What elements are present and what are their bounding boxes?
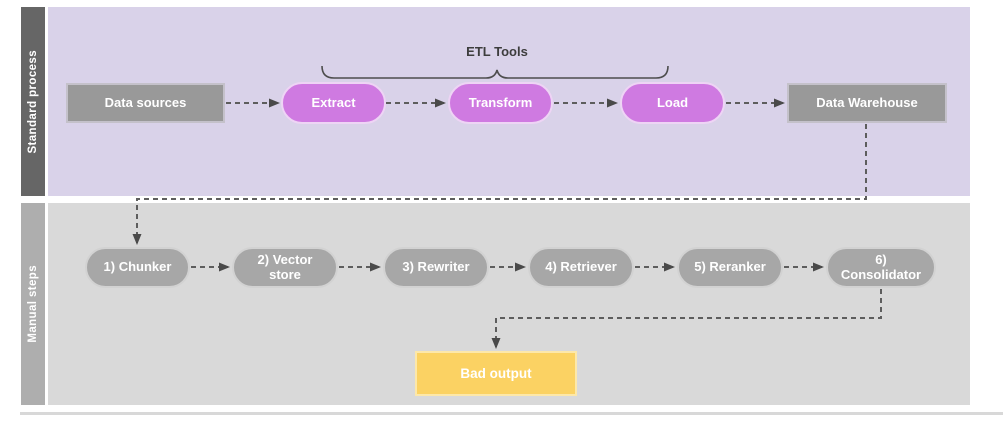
node-bad-output: Bad output xyxy=(415,351,577,396)
node-chunker-label: 1) Chunker xyxy=(103,259,172,275)
node-vector-store: 2) Vector store xyxy=(232,247,338,288)
node-transform-label: Transform xyxy=(468,94,533,110)
node-bad-output-label: Bad output xyxy=(460,365,532,381)
lane-label-manual-steps: Manual steps xyxy=(21,203,45,405)
node-extract-label: Extract xyxy=(311,94,356,110)
node-vector-store-label: 2) Vector store xyxy=(257,251,313,282)
node-transform: Transform xyxy=(448,82,553,124)
node-extract: Extract xyxy=(281,82,386,124)
node-data-warehouse-label: Data Warehouse xyxy=(816,94,918,110)
node-reranker: 5) Reranker xyxy=(677,247,783,288)
bottom-divider-line xyxy=(20,412,1003,415)
lane-label-manual-steps-text: Manual steps xyxy=(27,265,39,343)
node-retriever: 4) Retriever xyxy=(528,247,634,288)
node-consolidator-label: 6) Consolidator xyxy=(840,251,922,282)
node-reranker-label: 5) Reranker xyxy=(694,259,766,275)
node-chunker: 1) Chunker xyxy=(85,247,190,288)
node-rewriter: 3) Rewriter xyxy=(383,247,489,288)
etl-tools-label: ETL Tools xyxy=(466,44,528,59)
node-rewriter-label: 3) Rewriter xyxy=(402,259,470,275)
node-data-sources-label: Data sources xyxy=(104,94,187,110)
lane-label-standard-process: Standard process xyxy=(21,7,45,196)
node-load: Load xyxy=(620,82,725,124)
lane-label-standard-process-text: Standard process xyxy=(27,49,39,154)
node-data-sources: Data sources xyxy=(66,83,225,123)
node-consolidator: 6) Consolidator xyxy=(826,247,936,288)
node-load-label: Load xyxy=(656,94,689,110)
node-data-warehouse: Data Warehouse xyxy=(787,83,947,123)
node-retriever-label: 4) Retriever xyxy=(545,259,617,275)
